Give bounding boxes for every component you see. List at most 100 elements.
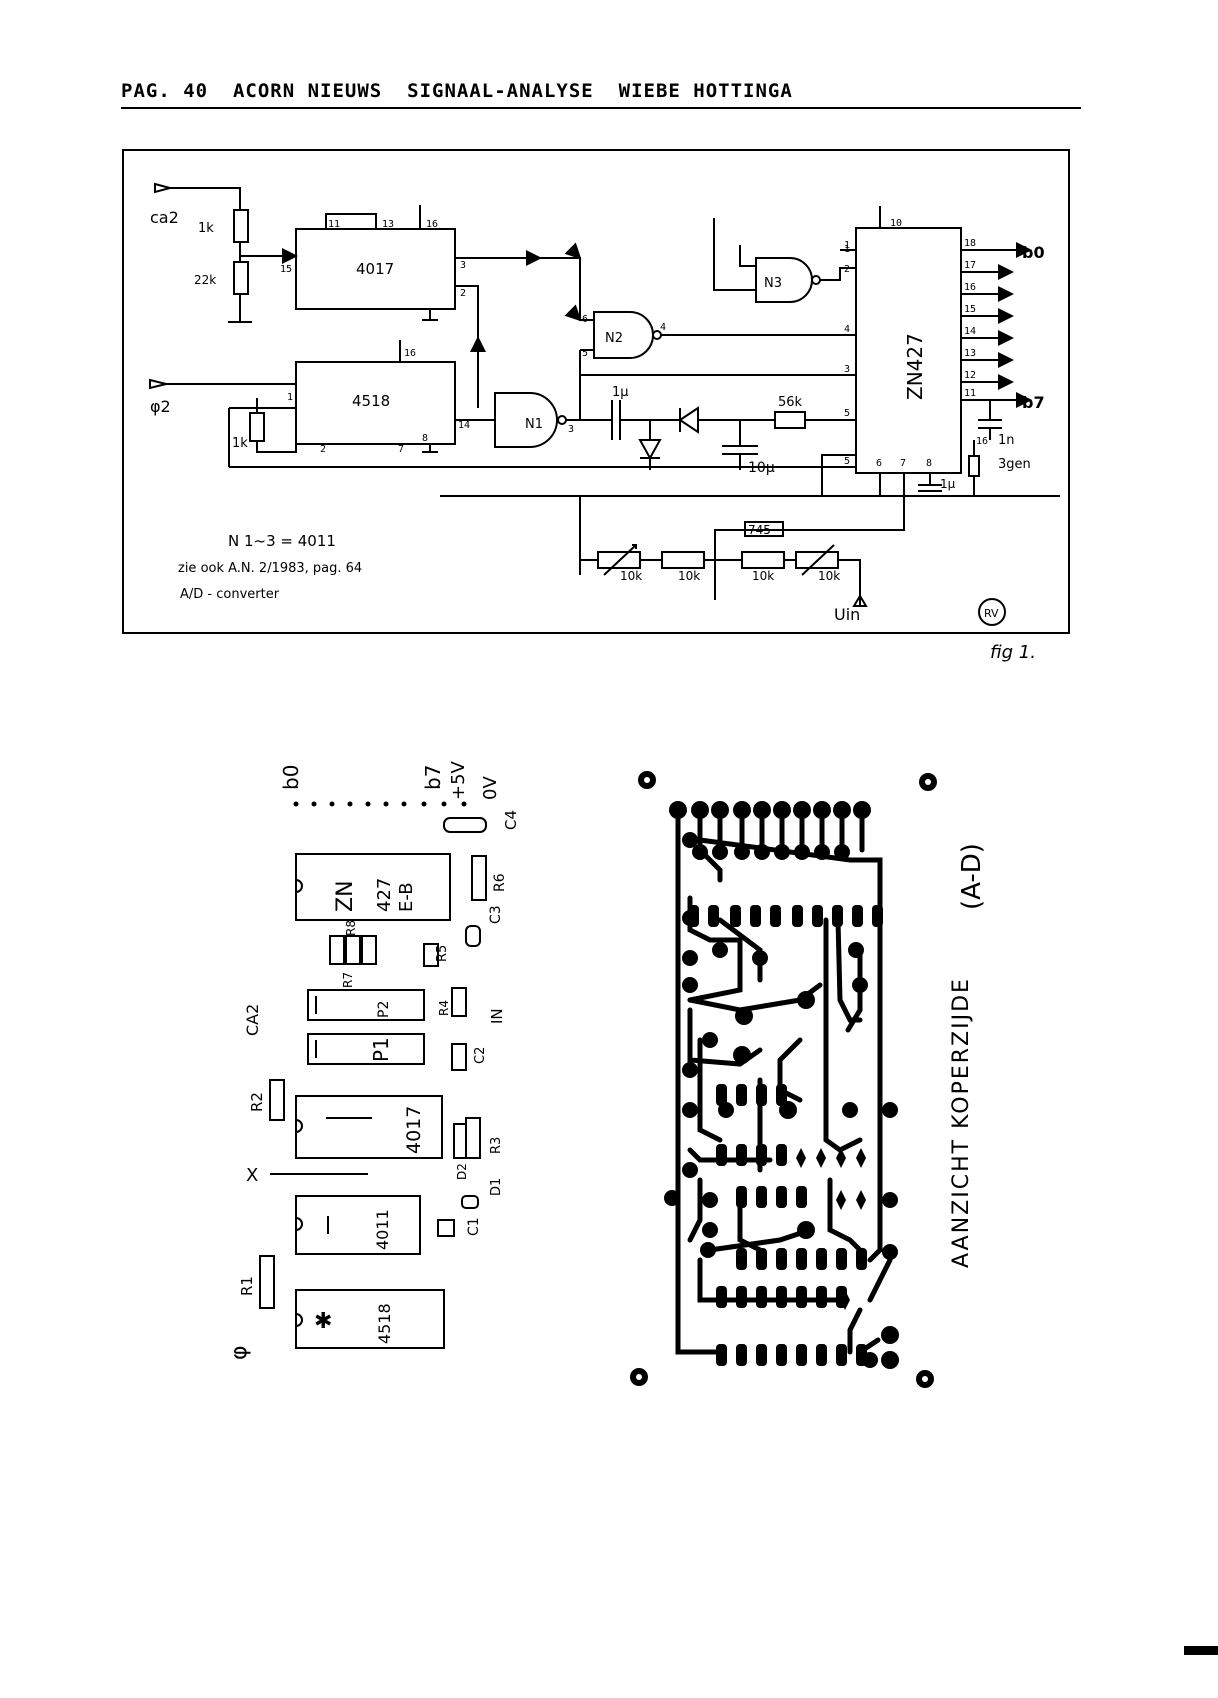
copper-side-title: AANZICHT KOPERZIJDE	[949, 977, 974, 1268]
component-layout	[259, 801, 487, 1349]
label-cap-1n: 1n	[998, 433, 1015, 448]
layout-c1-label: C1	[466, 1217, 482, 1236]
pin-number-21: 5	[844, 456, 850, 467]
layout-label-c4: C4	[502, 810, 520, 830]
chip-4017-label: 4017	[356, 260, 394, 278]
label-pot-10k-d: 10k	[818, 569, 840, 583]
pin-number-34: 11	[964, 388, 976, 399]
header-rule	[121, 107, 1081, 109]
pin-number-5: 2	[460, 288, 466, 299]
layout-chip-4017	[295, 1095, 443, 1159]
label-cap-1u: 1μ	[612, 385, 629, 400]
c3-capacitor	[465, 925, 481, 947]
layout-zn-label: ZN	[333, 880, 358, 912]
page-number: PAG. 40	[121, 80, 209, 102]
c4-capacitor	[443, 817, 487, 833]
resistor-1k-bottom	[249, 412, 265, 442]
layout-r8-label: R8	[344, 920, 358, 936]
pin-number-13: 5	[582, 348, 588, 359]
layout-label-0v: 0V	[480, 776, 501, 800]
layout-label-b0: b0	[279, 765, 303, 790]
chip-zn427-label: ZN427	[903, 333, 927, 400]
resistor-22k	[233, 261, 249, 295]
r4-resistor	[451, 987, 467, 1017]
pin-number-10: 8	[422, 433, 428, 444]
pin-number-9: 7	[398, 444, 404, 455]
note-gates: N 1~3 = 4011	[228, 532, 336, 550]
author-name: WIEBE HOTTINGA	[618, 80, 793, 102]
copper-side-labels: AANZICHT KOPERZIJDE (A-D)	[949, 843, 987, 1268]
r6-resistor	[471, 855, 487, 901]
layout-r4-label: R4	[437, 1000, 451, 1016]
gate-n1-label: N1	[525, 417, 543, 432]
label-phi2: φ2	[150, 397, 171, 416]
layout-label-b7: b7	[421, 765, 445, 790]
schematic-labels: ca2 1k 22k φ2 1k 4017 4518 ZN427 N1 N2 N…	[150, 208, 1045, 663]
pin-number-1: 13	[382, 219, 394, 230]
note-adc: A/D - converter	[180, 587, 280, 602]
rv-stamp-text: RV	[984, 607, 999, 620]
label-r-56k: 56k	[778, 395, 803, 410]
layout-c2-label: C2	[473, 1047, 488, 1064]
pin-number-24: 8	[926, 458, 932, 469]
chip-4518	[295, 361, 456, 445]
component-layout-labels: b0 b7 +5V 0V C4 ZN 427 E-B R6 R8 R5 C3 R…	[227, 760, 520, 1360]
pin-number-31: 14	[964, 326, 976, 337]
c1-capacitor	[437, 1219, 455, 1237]
layout-4017-label: 4017	[403, 1106, 425, 1154]
label-cap-10u: 10μ	[748, 460, 775, 476]
layout-d1-label: D1	[489, 1178, 504, 1196]
layout-in-label: IN	[488, 1008, 506, 1024]
layout-4518-label: 4518	[375, 1303, 394, 1344]
chip-zn427	[855, 227, 962, 474]
layout-label-5v: +5V	[448, 760, 469, 800]
copper-diamond-pads	[796, 1148, 866, 1310]
article-title: SIGNAAL-ANALYSE	[407, 80, 594, 102]
r1-resistor	[259, 1255, 275, 1309]
figure-caption: fig 1.	[990, 642, 1036, 663]
label-pot-10k-a: 10k	[620, 569, 642, 583]
output-pads	[293, 801, 467, 807]
pin-number-23: 7	[900, 458, 906, 469]
pin-number-33: 12	[964, 370, 976, 381]
resistor-10k-c	[741, 551, 785, 569]
pin-number-32: 13	[964, 348, 976, 359]
label-b7: b7	[1022, 393, 1045, 412]
pin-number-26: 10	[890, 218, 902, 229]
pin-number-11: 14	[458, 420, 470, 431]
label-r-10k-b: 10k	[678, 569, 700, 583]
phi2-input-terminal	[149, 378, 167, 390]
r2-resistor	[269, 1079, 285, 1121]
layout-c3-label: C3	[488, 905, 504, 924]
pin-number-0: 11	[328, 219, 340, 230]
layout-phi-label: φ	[227, 1345, 252, 1360]
layout-chip-zn427	[295, 853, 451, 921]
label-ca2: ca2	[150, 208, 179, 227]
pin-number-27: 18	[964, 238, 976, 249]
c2-capacitor	[451, 1043, 467, 1071]
label-3gen: 3gen	[998, 457, 1031, 472]
p2-potentiometer	[307, 989, 425, 1021]
resistor-1k-top	[233, 209, 249, 243]
pin-number-3: 15	[280, 264, 292, 275]
resistor-56k	[774, 411, 806, 429]
pin-number-29: 16	[964, 282, 976, 293]
label-r-22k: 22k	[194, 273, 216, 287]
pin-number-30: 15	[964, 304, 976, 315]
layout-x-label: X	[246, 1165, 258, 1186]
layout-chip-4011	[295, 1195, 421, 1255]
label-r-1k-bottom: 1k	[232, 436, 248, 451]
edge-mark	[1184, 1646, 1218, 1655]
layout-eb-label: E-B	[396, 882, 417, 912]
label-r-745: 745	[748, 523, 771, 537]
gate-n2	[593, 311, 654, 359]
schematic	[122, 149, 1070, 634]
layout-d2-label: D2	[455, 1163, 469, 1180]
layout-r2-label: R2	[248, 1092, 266, 1112]
label-uin: Uin	[834, 605, 860, 624]
d1-diode	[461, 1195, 479, 1209]
p1-potentiometer	[307, 1033, 425, 1065]
copper-side-tag: (A-D)	[957, 843, 987, 910]
pin-number-35: 1	[844, 244, 850, 255]
